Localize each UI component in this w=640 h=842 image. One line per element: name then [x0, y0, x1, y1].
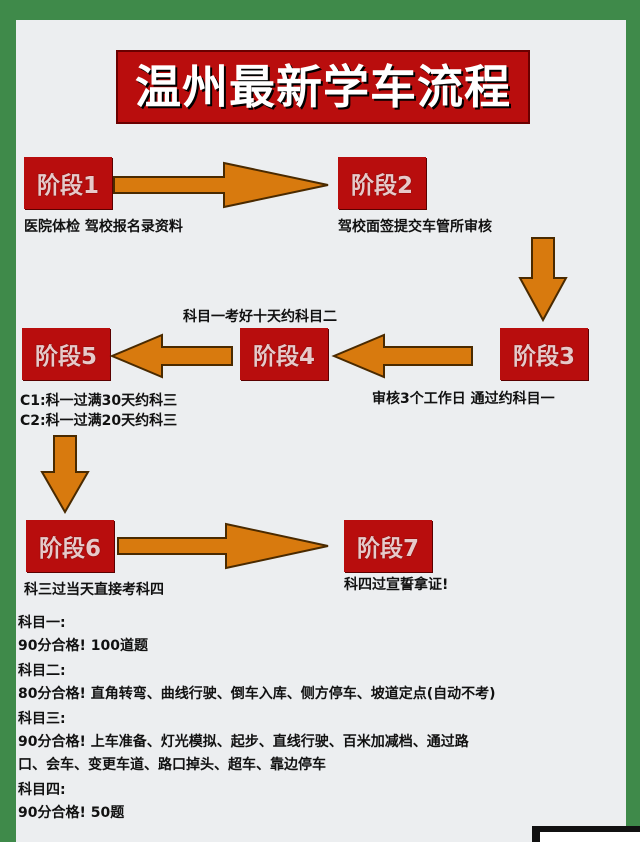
- stage-3-caption: 审核3个工作日 通过约科目一: [372, 391, 555, 407]
- stage-2-label: 阶段2: [350, 173, 413, 199]
- subject-notes: 科目一: 90分合格! 100道题 科目二: 80分合格! 直角转弯、曲线行驶、…: [18, 612, 626, 825]
- stage-7-box: 阶段7: [344, 520, 432, 572]
- stage-5-label: 阶段5: [34, 344, 97, 370]
- stage-3-box: 阶段3: [500, 328, 588, 380]
- arrow-3-to-4-icon: [331, 333, 473, 379]
- subject-2-heading: 科目二:: [18, 663, 66, 679]
- subject-2-line: 80分合格! 直角转弯、曲线行驶、倒车入库、侧方停车、坡道定点(自动不考): [18, 686, 496, 702]
- stage-1-caption: 医院体检 驾校报名录资料: [24, 219, 183, 235]
- subject-3-heading: 科目三:: [18, 711, 66, 727]
- poster-title: 温州最新学车流程: [118, 52, 528, 122]
- stage-4-box: 阶段4: [240, 328, 328, 380]
- stage-3-label: 阶段3: [512, 344, 575, 370]
- stage-4-caption: 科目一考好十天约科目二: [183, 309, 337, 325]
- subject-4-line: 90分合格! 50题: [18, 805, 125, 821]
- poster-sheet: [16, 20, 626, 842]
- stage-1-label: 阶段1: [36, 173, 99, 199]
- stage-1-box: 阶段1: [24, 157, 112, 209]
- stage-2-caption: 驾校面签提交车管所审核: [338, 219, 492, 235]
- arrow-1-to-2-icon: [113, 161, 329, 209]
- subject-3-line-1: 90分合格! 上车准备、灯光模拟、起步、直线行驶、百米加减档、通过路: [18, 734, 469, 750]
- subject-1-line: 90分合格! 100道题: [18, 638, 148, 654]
- stage-2-box: 阶段2: [338, 157, 426, 209]
- stage-5-caption-c1: C1:科一过满30天约科三: [20, 393, 178, 409]
- arrow-4-to-5-icon: [109, 333, 233, 379]
- subject-3-line-2: 口、会车、变更车道、路口掉头、超车、靠边停车: [18, 757, 326, 773]
- stage-6-label: 阶段6: [38, 536, 101, 562]
- stage-5-box: 阶段5: [22, 328, 110, 380]
- arrow-6-to-7-icon: [117, 522, 329, 570]
- arrow-2-to-3-icon: [518, 237, 568, 323]
- subject-4-heading: 科目四:: [18, 782, 66, 798]
- stage-5-caption-c2: C2:科一过满20天约科三: [20, 413, 178, 429]
- subject-1-heading: 科目一:: [18, 615, 66, 631]
- stage-7-label: 阶段7: [356, 536, 419, 562]
- stage-7-caption: 科四过宣誓拿证!: [344, 577, 449, 593]
- stage-6-caption: 科三过当天直接考科四: [24, 582, 164, 598]
- arrow-5-to-6-icon: [40, 435, 90, 515]
- corner-decoration-inner: [540, 832, 640, 842]
- stage-4-label: 阶段4: [252, 344, 315, 370]
- stage-6-box: 阶段6: [26, 520, 114, 572]
